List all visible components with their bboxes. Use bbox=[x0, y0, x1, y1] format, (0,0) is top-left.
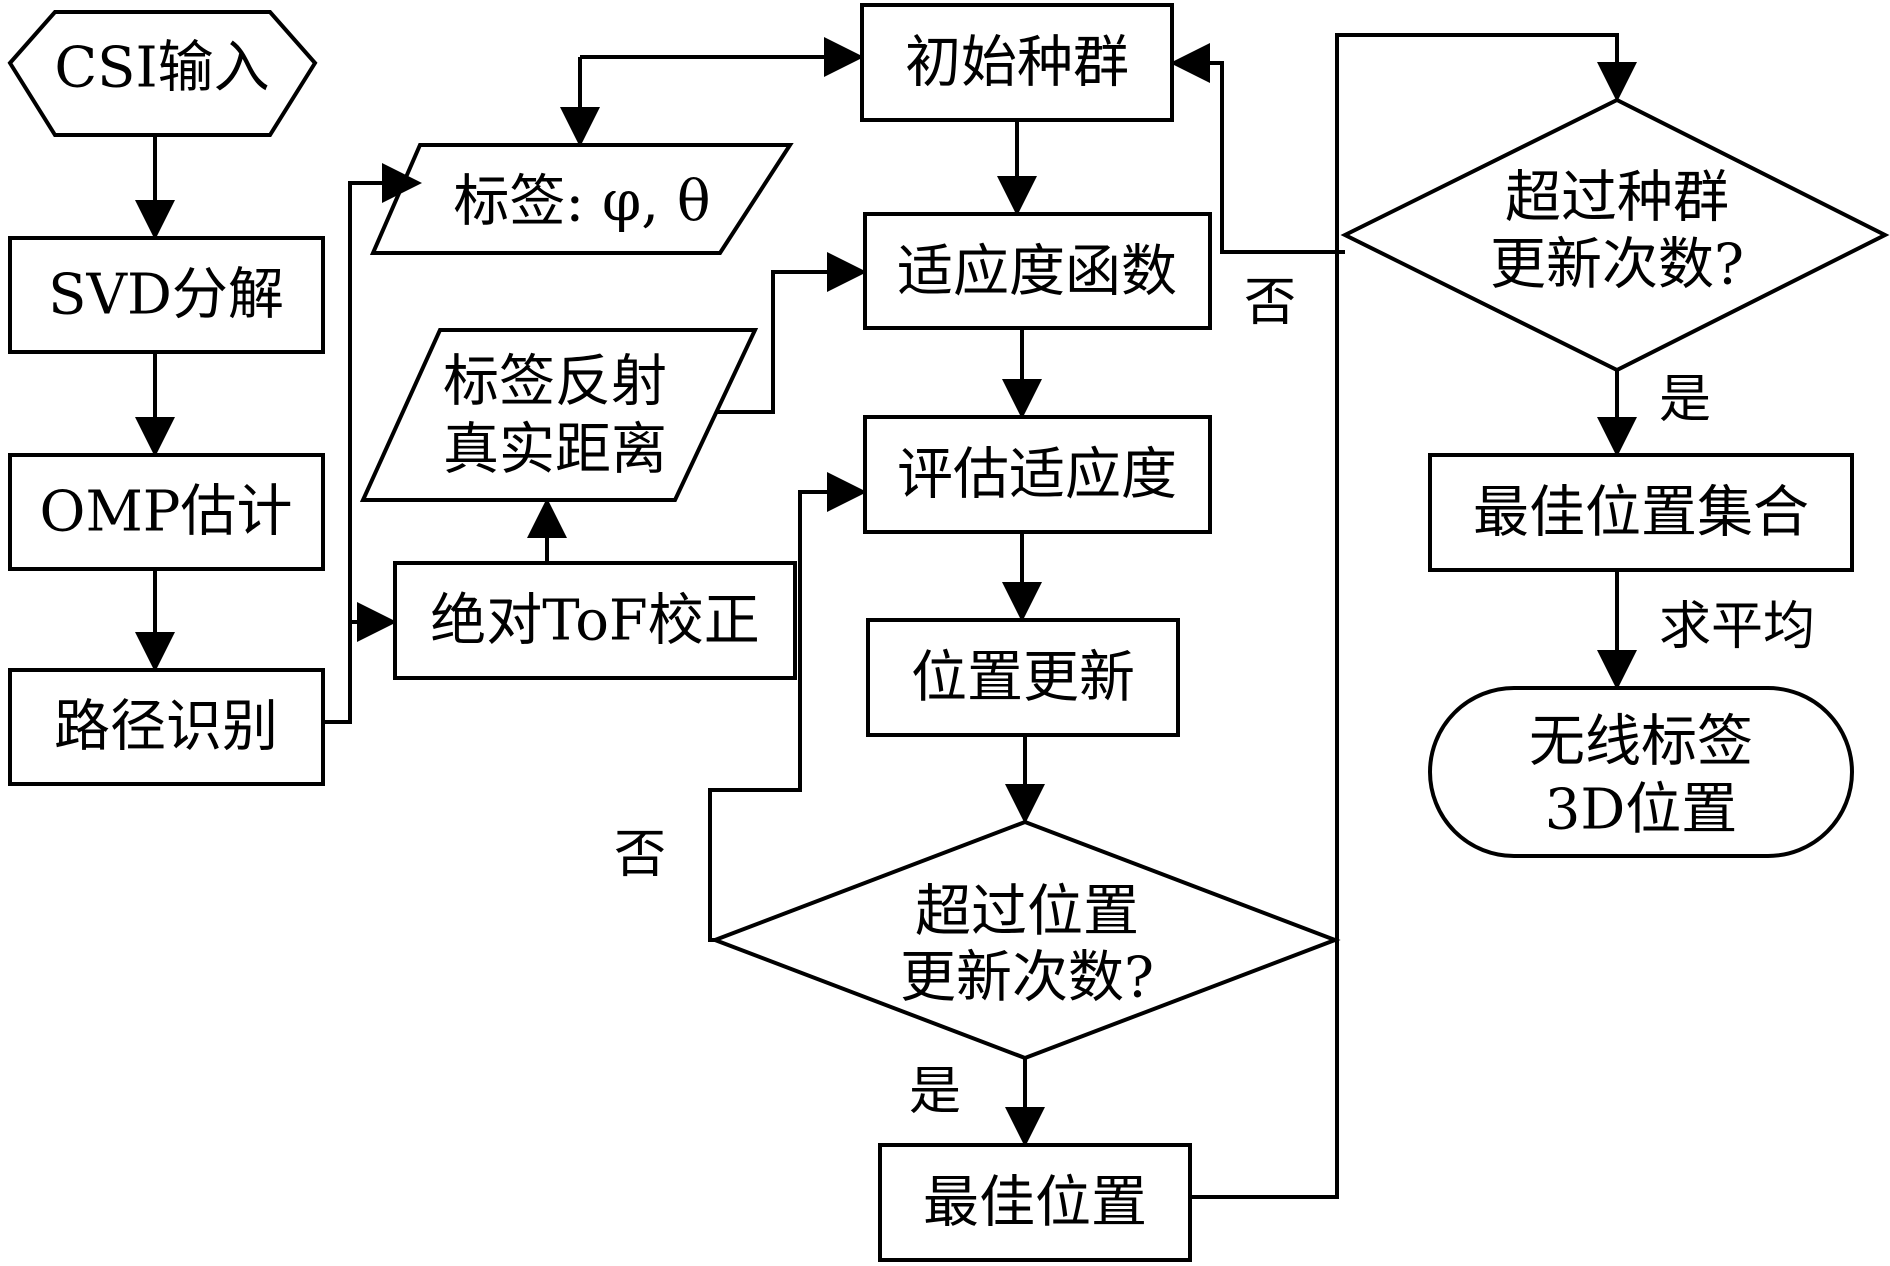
node-reflect-distance: 标签反射 真实距离 bbox=[359, 328, 759, 502]
dec-pos-line1: 超过位置 bbox=[915, 880, 1139, 945]
node-label-angle: 标签: φ, θ bbox=[369, 143, 794, 255]
node-svd: SVD分解 bbox=[8, 236, 325, 354]
eval-fitness-label: 评估适应度 bbox=[897, 443, 1177, 508]
node-best-set: 最佳位置集合 bbox=[1428, 453, 1854, 572]
path-id-label: 路径识别 bbox=[54, 695, 278, 760]
svd-label: SVD分解 bbox=[48, 263, 284, 328]
edge-best-to-outer bbox=[1190, 33, 1637, 1199]
node-fitness-fn: 适应度函数 bbox=[863, 212, 1212, 330]
edge-reflect-to-fitness bbox=[716, 252, 867, 414]
node-eval-fitness: 评估适应度 bbox=[863, 415, 1212, 534]
best-set-label: 最佳位置集合 bbox=[1473, 481, 1809, 546]
node-result: 无线标签 3D位置 bbox=[1428, 686, 1854, 858]
label-yes-pop: 是 bbox=[1659, 370, 1711, 430]
csi-input-label: CSI输入 bbox=[54, 36, 269, 101]
dec-pos-line2: 更新次数? bbox=[900, 946, 1154, 1011]
pos-update-label: 位置更新 bbox=[911, 646, 1135, 711]
node-pos-update: 位置更新 bbox=[866, 618, 1180, 737]
node-init-pop: 初始种群 bbox=[860, 3, 1174, 122]
node-path-id: 路径识别 bbox=[8, 668, 325, 786]
best-pos-label: 最佳位置 bbox=[923, 1171, 1147, 1236]
node-decision-pop: 超过种群 更新次数? bbox=[1340, 97, 1890, 373]
dec-pop-line1: 超过种群 bbox=[1505, 166, 1729, 231]
node-decision-pos: 超过位置 更新次数? bbox=[709, 819, 1341, 1061]
dec-pop-line2: 更新次数? bbox=[1490, 233, 1744, 298]
node-omp: OMP估计 bbox=[8, 453, 325, 571]
reflect-line2: 真实距离 bbox=[443, 418, 667, 483]
result-line2: 3D位置 bbox=[1545, 778, 1738, 843]
tof-label: 绝对ToF校正 bbox=[430, 589, 760, 654]
edge-pop-no-loop bbox=[1170, 43, 1345, 254]
reflect-line1: 标签反射 bbox=[443, 350, 667, 415]
fitness-fn-label: 适应度函数 bbox=[897, 240, 1177, 305]
label-no-pos: 否 bbox=[614, 825, 666, 885]
edge-path-to-label-angle bbox=[323, 163, 422, 724]
node-csi-input: CSI输入 bbox=[7, 10, 318, 137]
edge-decision-no-loop bbox=[708, 472, 867, 942]
edges bbox=[135, 33, 1637, 1199]
label-no-pop: 否 bbox=[1244, 273, 1296, 333]
label-angle-label: 标签: φ, θ bbox=[453, 170, 710, 235]
node-best-pos: 最佳位置 bbox=[878, 1143, 1192, 1262]
init-pop-label: 初始种群 bbox=[905, 31, 1129, 96]
node-tof: 绝对ToF校正 bbox=[393, 561, 797, 680]
label-average: 求平均 bbox=[1659, 597, 1815, 657]
label-yes-pos: 是 bbox=[909, 1062, 961, 1122]
result-line1: 无线标签 bbox=[1529, 710, 1753, 775]
omp-label: OMP估计 bbox=[40, 480, 293, 545]
